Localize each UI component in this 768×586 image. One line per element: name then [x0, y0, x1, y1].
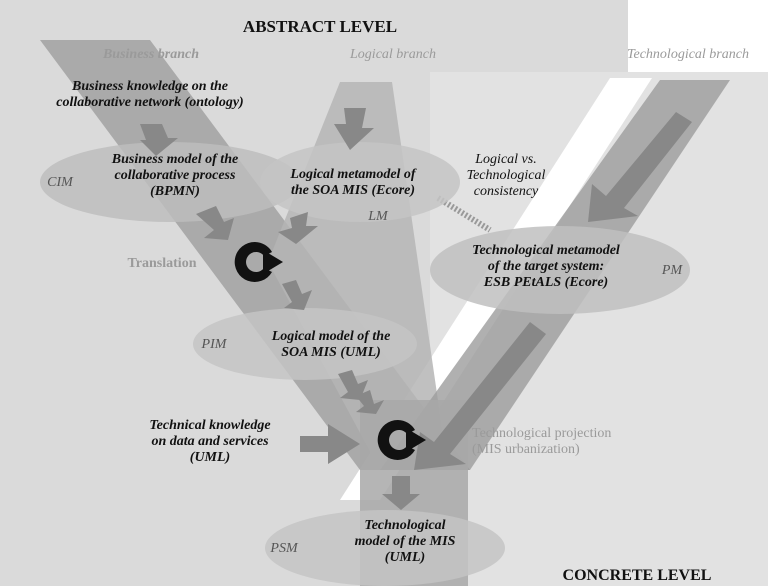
concrete-level-title: CONCRETE LEVEL [562, 567, 712, 584]
arrow-business-to-translation [196, 206, 234, 240]
operation-projection: Technological projection (MIS urbanizati… [472, 426, 612, 458]
node-consistency: Logical vs. Technological consistency [466, 152, 546, 200]
arrow-logical-to-translation [278, 212, 318, 244]
node-technological-model: Technological model of the MIS (UML) [354, 518, 456, 566]
arrow-technical-knowledge [300, 424, 360, 464]
model-level-pm: PM [661, 263, 683, 278]
node-business-knowledge: Business knowledge on the collaborative … [56, 79, 244, 111]
model-level-psm: PSM [270, 541, 298, 556]
transformation-icon-head [406, 428, 426, 452]
transformation-icon-translation [234, 241, 283, 282]
node-technical-knowledge: Technical knowledge on data and services… [149, 418, 271, 466]
arrow-tech-top [588, 112, 692, 222]
node-business-model: Business model of the collaborative proc… [111, 152, 239, 200]
branch-label-technological: Technological branch [627, 47, 749, 62]
arrow-to-projection [356, 390, 384, 414]
operation-translation: Translation [127, 256, 197, 271]
arrows [140, 108, 692, 510]
arrow-tech-bottom [414, 322, 546, 470]
lm-ellipse [260, 142, 460, 222]
pim-ellipse [193, 308, 417, 380]
abstract-level-title: ABSTRACT LEVEL [242, 17, 398, 36]
model-level-cim: CIM [47, 175, 73, 190]
model-level-lm: LM [368, 209, 388, 224]
pm-ellipse [430, 226, 690, 314]
node-logical-model: Logical model of the SOA MIS (UML) [271, 329, 391, 361]
psm-ellipse [265, 510, 505, 586]
arrow-pim-down [338, 370, 368, 400]
transformation-icon [234, 241, 272, 282]
cim-ellipse [40, 142, 300, 222]
transformation-icon-head [263, 250, 283, 274]
branch-label-business: Business branch [102, 47, 200, 62]
node-technological-metamodel: Technological metamodel of the target sy… [472, 243, 620, 291]
transformation-icon [377, 419, 415, 460]
arrow-translation-down [282, 280, 312, 310]
arrow-projection-down [382, 476, 420, 510]
transformation-icon-projection [377, 419, 426, 460]
arrow-business-knowledge-down [140, 124, 178, 156]
arrow-logical-down [334, 108, 374, 150]
node-logical-metamodel: Logical metamodel of the SOA MIS (Ecore) [290, 167, 416, 199]
branch-label-logical: Logical branch [350, 47, 436, 62]
model-level-pim: PIM [201, 337, 227, 352]
concrete-level-area [430, 72, 768, 586]
